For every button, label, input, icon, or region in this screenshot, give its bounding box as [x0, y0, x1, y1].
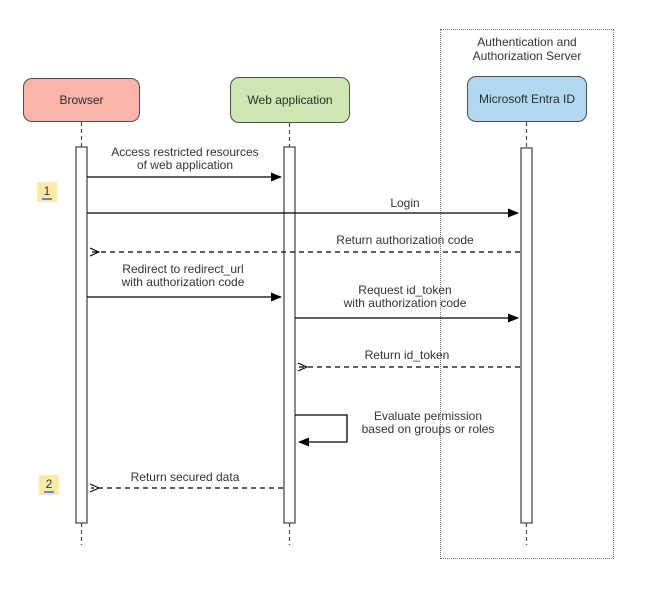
activation-bar-microsoft-entra-id	[520, 147, 533, 524]
message-line: Login	[390, 196, 420, 210]
step-badge-1[interactable]: 1	[37, 182, 57, 202]
step-badge-2-number[interactable]: 2	[43, 476, 55, 493]
activation-bar-web-application	[283, 146, 296, 524]
message-label-redirect-to-redirect-url: Redirect to redirect_url with authorizat…	[122, 263, 245, 289]
message-line: Return authorization code	[336, 233, 474, 247]
message-arrows	[87, 172, 520, 488]
message-label-evaluate-permission: Evaluate permission based on groups or r…	[362, 410, 495, 436]
message-line: of web application	[136, 158, 234, 172]
actor-microsoft-entra-id-label: Microsoft Entra ID	[478, 92, 576, 106]
actor-browser: Browser	[23, 78, 140, 122]
actor-web-application: Web application	[230, 77, 350, 123]
step-badge-2[interactable]: 2	[39, 475, 59, 495]
message-line: Redirect to redirect_url	[122, 262, 244, 276]
arrow-self-evaluate-permission	[295, 414, 348, 447]
message-line: with authorization code	[121, 275, 245, 289]
actor-microsoft-entra-id: Microsoft Entra ID	[467, 76, 587, 122]
activation-bar-browser	[75, 146, 88, 524]
lifelines	[80, 122, 528, 545]
auth-server-container-title: Authentication and Authorization Server	[441, 30, 613, 63]
message-line: with authorization code	[343, 296, 467, 310]
actor-web-application-label: Web application	[247, 93, 333, 107]
actor-browser-label: Browser	[59, 93, 104, 107]
message-label-login: Login	[390, 197, 419, 210]
activation-bars	[75, 146, 533, 524]
message-label-request-id-token: Request id_token with authorization code	[344, 284, 467, 310]
message-line: based on groups or roles	[361, 422, 495, 436]
message-label-return-authorization-code: Return authorization code	[336, 234, 473, 247]
message-label-return-secured-data: Return secured data	[131, 471, 240, 484]
message-line: Access restricted resources	[111, 145, 259, 159]
message-line: Evaluate permission	[373, 409, 483, 423]
message-label-return-id-token: Return id_token	[365, 349, 450, 362]
message-line: Return secured data	[130, 470, 240, 484]
message-label-access-restricted-resources: Access restricted resources of web appli…	[111, 146, 258, 172]
step-badge-1-number[interactable]: 1	[41, 183, 53, 200]
message-line: Request id_token	[358, 283, 452, 297]
auth-server-title-line1: Authentication and	[477, 35, 577, 49]
message-line: Return id_token	[364, 348, 450, 362]
auth-server-container: Authentication and Authorization Server	[440, 29, 614, 559]
auth-server-title-line2: Authorization Server	[472, 49, 582, 63]
